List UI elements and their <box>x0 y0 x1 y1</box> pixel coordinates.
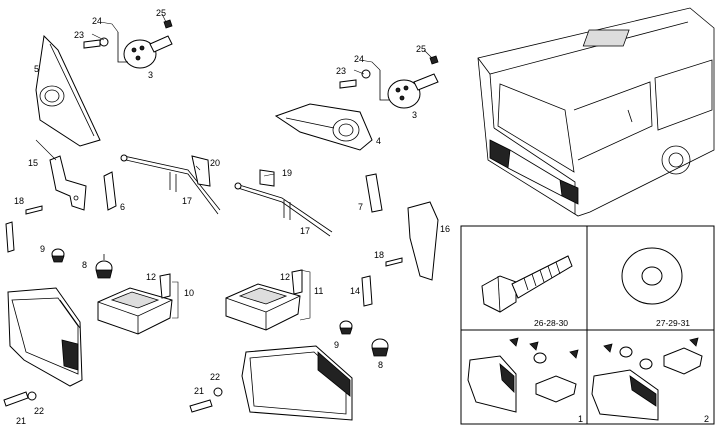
callout-18-left: 18 <box>14 196 24 206</box>
callout-11: 11 <box>314 286 323 296</box>
callout-24-left: 24 <box>92 16 102 26</box>
callout-5: 5 <box>34 64 39 74</box>
callout-22-left: 22 <box>34 406 44 416</box>
callout-6: 6 <box>120 202 125 212</box>
callout-3-left: 3 <box>148 70 153 80</box>
callout-12-left: 12 <box>146 272 156 282</box>
adjuster-rod-right <box>234 169 333 237</box>
callout-21-right: 21 <box>194 386 204 396</box>
detail-box-grid <box>460 225 715 425</box>
callout-23-right: 23 <box>336 66 346 76</box>
bulb-group-left <box>51 248 113 279</box>
washer-icon <box>621 247 683 305</box>
callout-25-left: 25 <box>156 8 166 18</box>
callout-8-left: 8 <box>82 260 87 270</box>
callout-17-right: 17 <box>300 226 310 236</box>
motor-actuator-left <box>83 19 173 69</box>
ballast-box-right <box>225 269 303 331</box>
callout-15: 15 <box>28 158 38 168</box>
bolt-range-label: 26-28-30 <box>534 318 568 328</box>
callout-10: 10 <box>184 288 194 298</box>
callout-23-left: 23 <box>74 30 84 40</box>
callout-18-right: 18 <box>374 250 384 260</box>
callout-7: 7 <box>358 202 363 212</box>
headlamp-left <box>3 287 83 407</box>
callout-8-right: 8 <box>378 360 383 370</box>
motor-actuator-right <box>339 55 439 109</box>
callout-21-left: 21 <box>16 416 26 426</box>
variant-2-illustration <box>591 337 703 421</box>
headlamp-right <box>189 345 353 421</box>
bracket-right <box>361 173 439 307</box>
bezel-left <box>35 34 101 147</box>
callout-4: 4 <box>376 136 381 146</box>
callout-3-right: 3 <box>412 110 417 120</box>
callout-19: 19 <box>282 168 292 178</box>
bus-front-illustration <box>477 7 715 217</box>
callout-12-right: 12 <box>280 272 290 282</box>
variant-1-illustration <box>467 337 579 413</box>
callout-25-right: 25 <box>416 44 426 54</box>
callout-20: 20 <box>210 158 220 168</box>
callout-22-right: 22 <box>210 372 220 382</box>
variant-2-label: 2 <box>704 414 709 424</box>
callout-9-right: 9 <box>334 340 339 350</box>
adjuster-rod-left <box>120 154 221 215</box>
bracket-left <box>5 139 117 253</box>
leader-lines <box>91 13 433 321</box>
variant-1-label: 1 <box>578 414 583 424</box>
callout-labels: 5 24 23 25 3 24 23 25 3 4 15 18 6 20 17 … <box>14 8 709 426</box>
callout-14: 14 <box>350 286 360 296</box>
callout-24-right: 24 <box>354 54 364 64</box>
callout-9-left: 9 <box>40 244 45 254</box>
bolt-icon <box>481 255 573 313</box>
callout-17-left: 17 <box>182 196 192 206</box>
bulb-group-right <box>339 320 389 357</box>
ballast-box-left <box>97 273 173 335</box>
bezel-right <box>274 103 373 151</box>
washer-range-label: 27-29-31 <box>656 318 690 328</box>
callout-16: 16 <box>440 224 450 234</box>
